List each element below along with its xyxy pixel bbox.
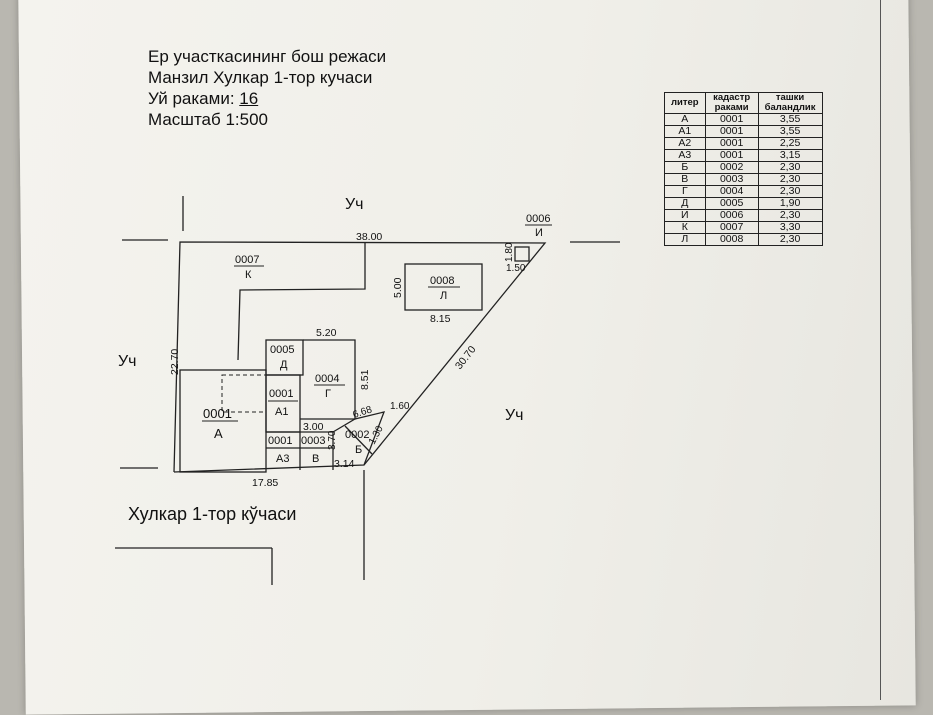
plan-header: Ер участкасининг бош режаси Манзил Хулка… (148, 46, 386, 130)
building-b (332, 411, 386, 466)
cell-code: 0008 (704, 233, 759, 246)
dim-i-width: 1.50 (506, 263, 526, 274)
building-d-liter: Д (280, 359, 288, 371)
plan-address: Манзил Хулкар 1-тор кучаси (148, 68, 373, 87)
building-g-liter: Г (325, 388, 331, 400)
table-header-row: литер кадастр раками ташки баландлик (664, 92, 823, 114)
building-a1 (265, 374, 301, 433)
cell-height: 2,30 (757, 233, 823, 246)
building-a-liter: А (214, 426, 223, 441)
building-v-liter: В (312, 453, 319, 465)
building-l-code: 0008 (430, 275, 454, 287)
building-b-edge (344, 425, 373, 455)
plan-title: Ер участкасининг бош режаси (148, 47, 387, 66)
dim-g-right: 8.51 (359, 369, 371, 390)
uch-right-label: Уч (505, 407, 524, 424)
building-a1-code: 0001 (269, 388, 293, 400)
street-name: Хулкар 1-тор кўчаси (128, 504, 296, 524)
uch-left-label: Уч (118, 353, 137, 370)
building-b-liter: Б (355, 444, 362, 456)
building-k-outline (237, 243, 366, 361)
building-v-code: 0003 (301, 435, 325, 447)
dim-top: 38.00 (356, 231, 382, 243)
site-plan-drawing: Уч Уч Уч Хулкар 1-тор кўчаси 38.00 22.70… (115, 196, 620, 585)
dim-l-width: 8.15 (430, 313, 451, 325)
plan-scale: Масштаб 1:500 (148, 110, 268, 129)
dim-left: 22.70 (169, 349, 181, 375)
dim-diagonal: 30.70 (453, 344, 479, 372)
building-a3-code: 0001 (268, 435, 292, 447)
dim-v-side: 3.70 (327, 430, 338, 450)
dim-a1-bottom: 3.00 (303, 421, 324, 433)
dim-b-top: 1.60 (390, 401, 410, 412)
building-i-liter: И (535, 227, 543, 239)
building-l-liter: Л (440, 290, 447, 302)
dim-bottom: 17.85 (252, 477, 278, 489)
building-k-code: 0007 (235, 254, 259, 266)
building-g (300, 339, 356, 420)
building-a3-liter: А3 (276, 453, 289, 465)
building-d-code: 0005 (270, 344, 294, 356)
building-a2-dashed (221, 374, 267, 413)
house-number-label: Уй раками: (148, 89, 240, 108)
building-b-code: 0002 (345, 429, 369, 441)
building-i-code: 0006 (526, 213, 550, 225)
building-k-liter: К (245, 269, 252, 281)
dim-b-right: 1.30 (367, 424, 386, 447)
house-number-value: 16 (239, 89, 259, 108)
building-l (404, 263, 483, 311)
house-number: Уй раками: 16 (148, 88, 386, 109)
building-a1-liter: А1 (275, 406, 288, 418)
building-i (514, 246, 530, 262)
dim-i-height: 1.80 (504, 242, 515, 262)
dim-l-height: 5.00 (392, 277, 404, 298)
building-g-code: 0004 (315, 373, 339, 385)
frame-border (880, 0, 881, 700)
dim-b-bottom: 3.14 (334, 458, 355, 470)
dim-g-top: 5.20 (316, 327, 337, 339)
plot-boundary (173, 241, 547, 473)
uch-top-label: Уч (345, 196, 364, 213)
building-a-code: 0001 (203, 406, 232, 421)
